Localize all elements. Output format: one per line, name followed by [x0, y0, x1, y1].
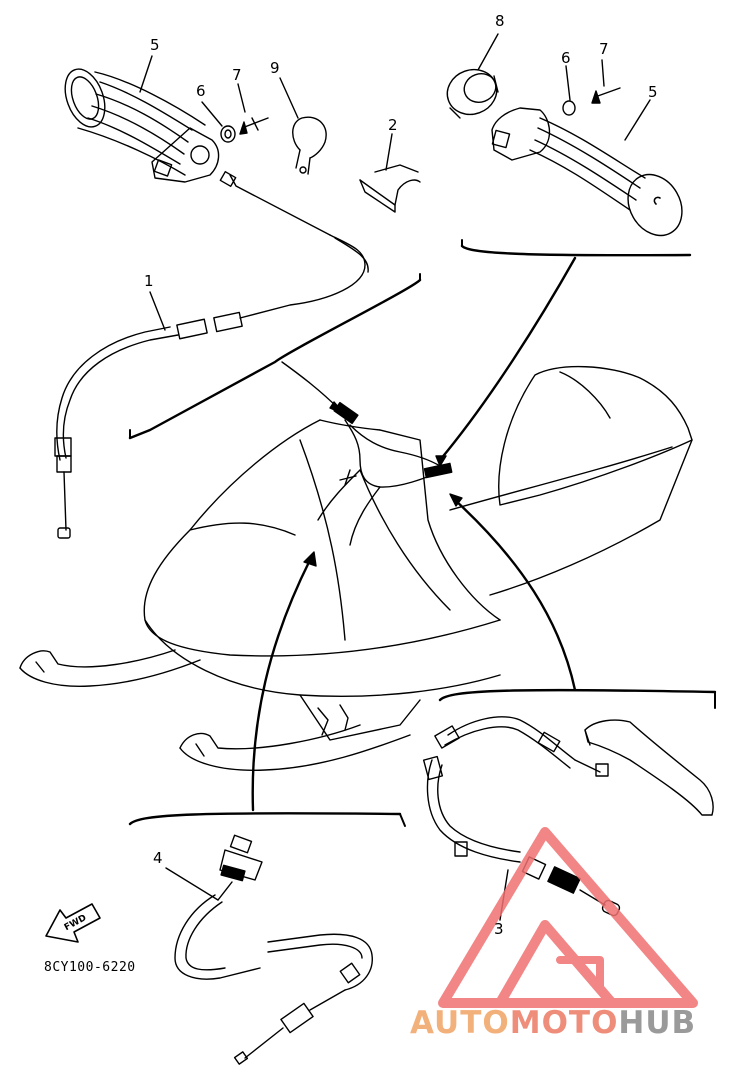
brake-cable-group — [422, 688, 717, 917]
callout-8: 8 — [495, 12, 505, 30]
callout-7-right: 7 — [599, 40, 609, 58]
diagram-code: 8CY100-6220 — [44, 960, 136, 975]
callout-1: 1 — [144, 272, 154, 290]
watermark-part-2: MOTO — [509, 1005, 619, 1041]
callout-9: 9 — [270, 59, 280, 77]
watermark-logo — [438, 827, 698, 1008]
callout-6-right: 6 — [561, 49, 571, 67]
watermark-part-1: AUTO — [410, 1005, 510, 1041]
left-handlebar-group — [54, 68, 421, 539]
callout-3: 3 — [494, 920, 504, 938]
callout-7: 7 — [232, 66, 242, 84]
callout-5-right: 5 — [648, 83, 658, 101]
watermark-part-3: HUB — [618, 1005, 697, 1041]
snowmobile-illustration — [19, 365, 693, 771]
fwd-arrow: FWD — [45, 903, 101, 943]
speedometer-cable-group — [128, 812, 406, 1065]
callout-4: 4 — [153, 849, 163, 867]
callout-2: 2 — [388, 116, 398, 134]
handlebar-cluster — [317, 401, 453, 546]
watermark-text: AUTOMOTOHUB — [410, 1005, 696, 1041]
right-handlebar-group — [446, 68, 692, 257]
callout-5: 5 — [150, 36, 160, 54]
callout-6: 6 — [196, 82, 206, 100]
